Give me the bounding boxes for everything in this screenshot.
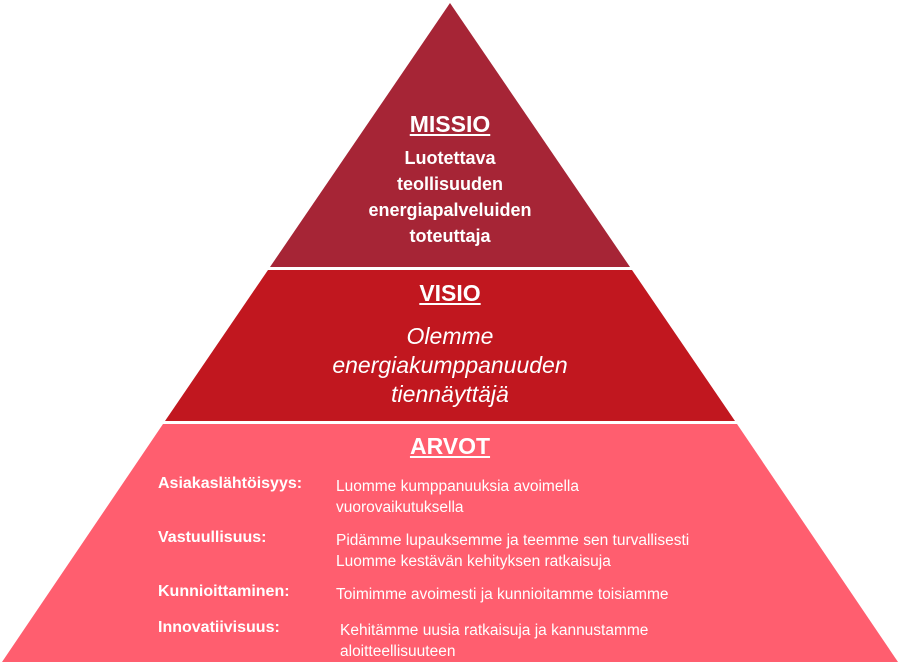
visio-tier xyxy=(165,270,735,421)
arvot-tier xyxy=(2,424,898,662)
missio-tier xyxy=(270,3,630,267)
